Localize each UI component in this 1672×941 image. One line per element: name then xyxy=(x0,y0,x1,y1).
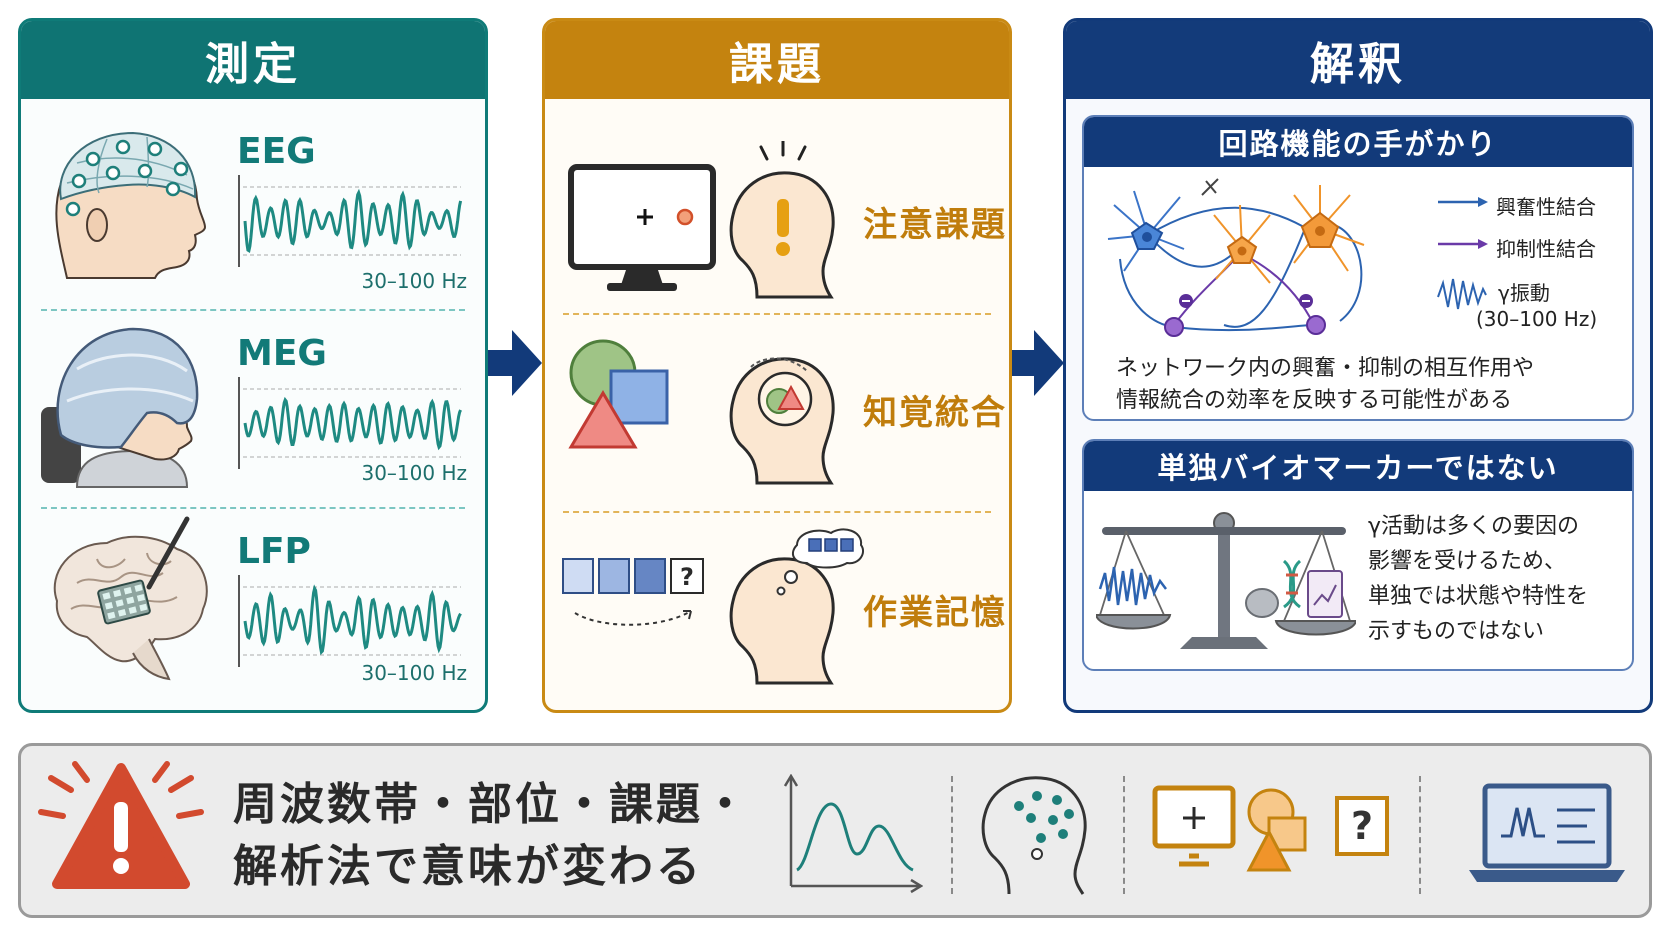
eeg-gamma-wave xyxy=(238,175,463,267)
biomarker-description-line: 示すものではない xyxy=(1368,619,1545,644)
frequency-curve-chart-icon xyxy=(783,774,923,894)
task-panel: 課題 注意課題 知覚統合 xyxy=(542,18,1012,713)
biomarker-description-line: γ活動は多くの要因の xyxy=(1368,514,1580,539)
biomarker-description-line: 影響を受けるため、 xyxy=(1368,549,1567,574)
monitor-fixation-icon xyxy=(568,164,716,291)
divider xyxy=(951,776,953,894)
excitatory-legend-label: 興奮性結合 xyxy=(1496,195,1596,219)
brain-electrode-icon xyxy=(53,516,208,681)
head-integration-icon xyxy=(729,357,835,485)
perceptual-integration-row: 知覚統合 xyxy=(545,317,1009,517)
laptop-analysis-icon xyxy=(1469,783,1625,882)
eeg-label: EEG xyxy=(237,131,316,172)
caution-banner: 周波数帯・部位・課題・ 解析法で意味が変わる ? xyxy=(18,743,1652,918)
caution-message: 周波数帯・部位・課題・ 解析法で意味が変わる xyxy=(233,774,750,898)
arrow-right-icon xyxy=(1010,330,1064,396)
gamma-legend-label: γ振動 xyxy=(1498,281,1550,305)
caution-message-line: 周波数帯・部位・課題・ xyxy=(233,779,750,830)
divider xyxy=(41,309,465,311)
inhibitory-arrow-icon xyxy=(1438,239,1488,249)
lfp-row: LFP 30–100 Hz xyxy=(21,509,485,709)
circuit-description-line: 情報統合の効率を反映する可能性がある xyxy=(1116,388,1513,413)
warning-icon xyxy=(38,761,204,889)
measurement-title: 測定 xyxy=(21,21,485,99)
shapes-icon xyxy=(568,339,669,449)
working-memory-row: ? 作業記憶 xyxy=(545,517,1009,710)
circuit-function-title: 回路機能の手がかり xyxy=(1084,117,1632,167)
meg-helmet-icon xyxy=(41,327,199,488)
gamma-wave-icon xyxy=(1437,278,1487,310)
gamma-frequency-range: (30–100 Hz) xyxy=(1476,307,1598,331)
circuit-description-line: ネットワーク内の興奮・抑制の相互作用や xyxy=(1116,356,1535,381)
attention-task-row: 注意課題 xyxy=(545,119,1009,319)
lfp-frequency: 30–100 Hz xyxy=(361,661,467,685)
divider xyxy=(1123,776,1125,894)
eeg-row: EEG 30–100 Hz xyxy=(21,109,485,309)
circuit-function-box: 回路機能の手がかり xyxy=(1082,115,1634,421)
divider xyxy=(563,313,991,315)
circuit-description: ネットワーク内の興奮・抑制の相互作用や 情報統合の効率を反映する可能性がある xyxy=(1116,353,1534,417)
meg-row: MEG 30–100 Hz xyxy=(21,311,485,511)
perceptual-integration-label: 知覚統合 xyxy=(863,393,1007,433)
not-standalone-biomarker-box: 単独バイオマーカーではない γ活動は多くの要因の 影響を受けるため、 単独では状… xyxy=(1082,439,1634,671)
meg-label: MEG xyxy=(237,333,327,374)
meg-frequency: 30–100 Hz xyxy=(361,461,467,485)
meg-gamma-wave xyxy=(238,377,462,469)
caution-message-line: 解析法で意味が変わる xyxy=(233,841,703,892)
lfp-label: LFP xyxy=(237,531,311,572)
interpretation-title: 解釈 xyxy=(1066,21,1650,99)
memory-query-card: ? xyxy=(680,563,694,591)
eeg-head-icon xyxy=(55,131,207,279)
biomarker-description: γ活動は多くの要因の 影響を受けるため、 単独では状態や特性を 示すものではない xyxy=(1368,509,1588,649)
biomarker-title: 単独バイオマーカーではない xyxy=(1084,441,1632,491)
working-memory-label: 作業記憶 xyxy=(863,593,1007,633)
task-icons xyxy=(1152,785,1389,872)
attention-task-label: 注意課題 xyxy=(863,205,1007,245)
question-card-icon: ? xyxy=(1350,804,1374,848)
measurement-panel: 測定 EEG 30–100 Hz xyxy=(18,18,488,713)
head-memory-icon xyxy=(729,528,865,685)
head-attention-icon xyxy=(729,141,835,299)
inhibitory-legend-label: 抑制性結合 xyxy=(1496,237,1596,261)
eeg-frequency: 30–100 Hz xyxy=(361,269,467,293)
arrow-right-icon xyxy=(488,330,542,396)
divider xyxy=(41,507,465,509)
balance-scale-icon xyxy=(1096,512,1356,649)
excitatory-arrow-icon xyxy=(1438,197,1488,207)
memory-sequence-icon xyxy=(562,558,704,626)
lfp-gamma-wave xyxy=(238,575,462,667)
divider xyxy=(563,511,991,513)
task-title: 課題 xyxy=(545,21,1009,99)
biomarker-description-line: 単独では状態や特性を xyxy=(1368,584,1589,609)
divider xyxy=(1419,776,1421,894)
interpretation-panel: 解釈 回路機能の手がかり xyxy=(1063,18,1653,713)
neural-circuit-diagram xyxy=(1107,178,1365,337)
head-regions-icon xyxy=(981,776,1087,895)
